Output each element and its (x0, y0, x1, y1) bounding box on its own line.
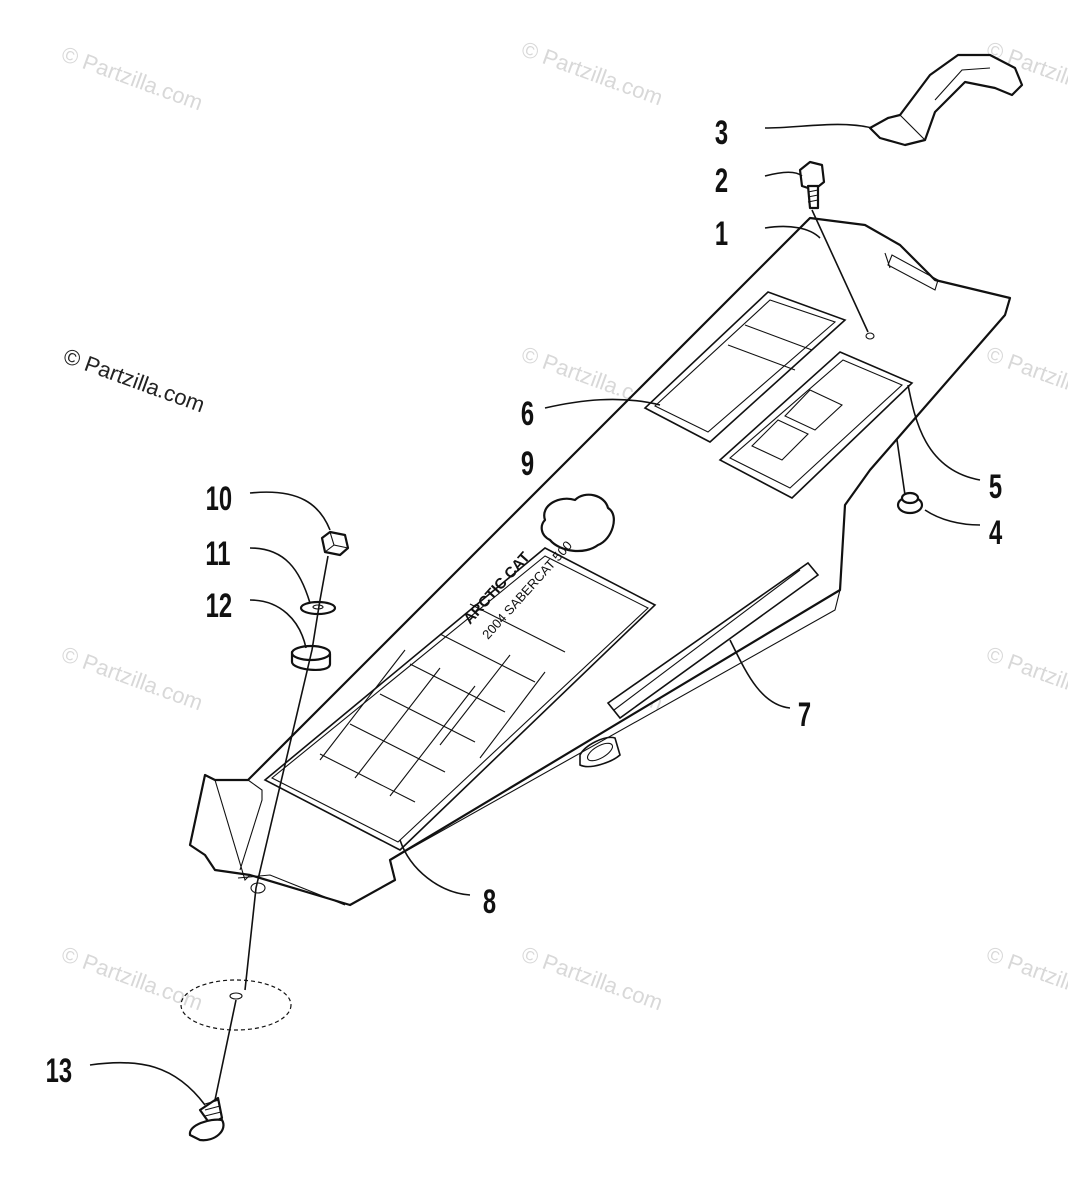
watermark: © Partzilla.com (58, 41, 206, 115)
panel-cover (188, 216, 1012, 907)
watermark: © Partzilla.com (983, 341, 1068, 415)
callout-3: 3 (715, 114, 728, 152)
watermark: © Partzilla.com (518, 941, 666, 1015)
callout-1: 1 (715, 215, 728, 253)
adhesive-blob (540, 493, 615, 553)
callout-2: 2 (715, 162, 728, 200)
callout-labels: 3 2 1 5 4 6 9 7 8 10 11 12 13 (46, 114, 1003, 1090)
watermark: © Partzilla.com (983, 641, 1068, 715)
callout-4: 4 (989, 514, 1003, 552)
bolt-part (798, 160, 826, 210)
callout-10: 10 (206, 480, 232, 518)
grommet-part (896, 491, 924, 515)
callout-8: 8 (483, 883, 496, 921)
callout-5: 5 (989, 468, 1002, 506)
bracket-part (868, 53, 1024, 147)
callout-11: 11 (205, 535, 230, 573)
watermark-main: © Partzilla.com (60, 343, 208, 417)
watermark: © Partzilla.com (58, 941, 206, 1015)
watermark: © Partzilla.com (518, 36, 666, 110)
watermark: © Partzilla.com (983, 941, 1068, 1015)
screw-part (180, 979, 292, 1142)
callout-7: 7 (798, 696, 811, 734)
warning-decals (643, 291, 914, 499)
strip-decal (579, 561, 820, 768)
leader-lines (89, 123, 981, 1106)
callout-12: 12 (206, 587, 232, 625)
watermark: © Partzilla.com (58, 641, 206, 715)
callout-9: 9 (521, 445, 534, 483)
callout-6: 6 (521, 395, 534, 433)
callout-13: 13 (46, 1052, 72, 1090)
